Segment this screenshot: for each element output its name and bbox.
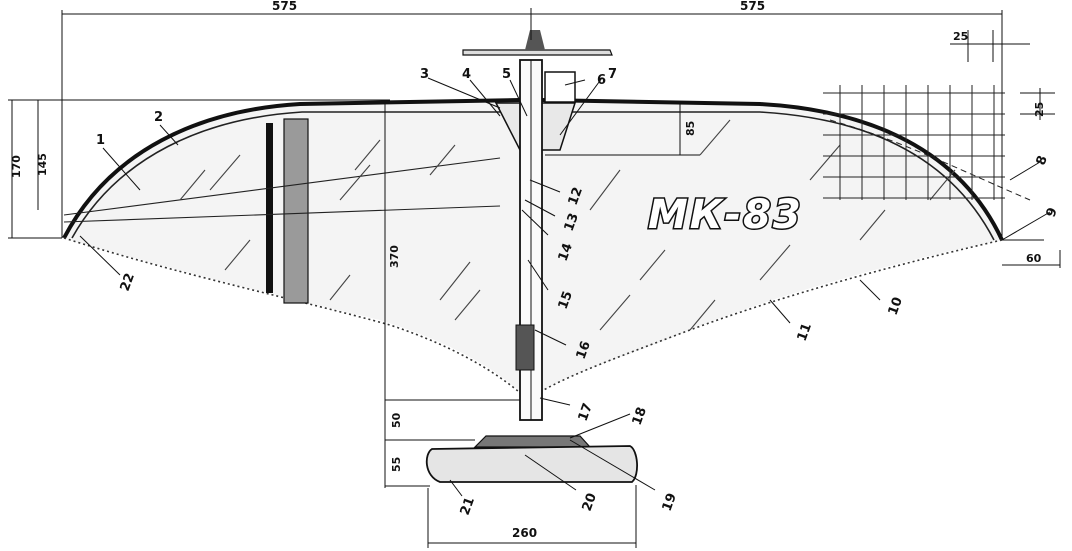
callouts: 1 2 3 4 5 6 7 8 9 10 11 12 13 14 15 16 1… (96, 67, 1061, 517)
dim-root-to-elevator: 370 (388, 245, 401, 268)
dim-half-span-right: 575 (740, 0, 765, 13)
dim-stab-chord: 55 (390, 457, 403, 472)
boom-clamp (515, 324, 535, 371)
callout-21: 21 (458, 495, 478, 517)
dim-stab-span: 260 (512, 526, 537, 540)
stabilizer (425, 445, 638, 483)
dim-wing-height: 170 (10, 155, 23, 178)
dimension-lines (8, 8, 1061, 548)
callout-3: 3 (420, 67, 429, 82)
dim-nose-offset: 85 (684, 121, 697, 136)
callout-5: 5 (502, 67, 511, 82)
brace-line (63, 157, 501, 216)
callout-16: 16 (574, 339, 594, 361)
dim-tail-gap: 50 (390, 412, 403, 428)
callout-15: 15 (556, 289, 576, 311)
callout-leaders (79, 77, 1051, 497)
callout-7: 7 (608, 67, 617, 82)
leading-edge-inner (71, 111, 995, 241)
brace-line (63, 205, 501, 223)
fuselage (425, 30, 638, 483)
dim-tip-overhang: 60 (1026, 252, 1042, 265)
dim-half-span-left: 575 (272, 0, 297, 13)
model-title: МК-83 (648, 192, 803, 238)
callout-11: 11 (795, 321, 815, 343)
callout-1: 1 (96, 133, 105, 148)
callout-2: 2 (154, 110, 163, 125)
dim-grid-h: 25 (953, 30, 968, 43)
propeller (462, 49, 613, 56)
callout-14: 14 (556, 241, 576, 263)
dim-grid-v: 25 (1033, 102, 1046, 117)
callout-17: 17 (576, 401, 596, 423)
wing-rib-shaded (283, 118, 309, 304)
callout-19: 19 (660, 491, 680, 513)
spinner (525, 30, 545, 50)
callout-8: 8 (1034, 154, 1051, 168)
callout-20: 20 (580, 491, 600, 513)
engine (544, 71, 576, 103)
callout-4: 4 (462, 67, 471, 82)
wing-rib-dark (266, 123, 273, 293)
wing-hatching (179, 119, 956, 331)
dim-tip-height: 145 (36, 153, 49, 176)
callout-18: 18 (630, 405, 650, 427)
callout-13: 13 (562, 211, 582, 233)
callout-9: 9 (1044, 206, 1061, 220)
template-grid (823, 85, 1031, 201)
callout-12: 12 (566, 185, 586, 207)
callout-10: 10 (886, 295, 906, 317)
callout-6: 6 (597, 73, 606, 88)
callout-22: 22 (118, 271, 138, 293)
trailing-edge-left (63, 237, 529, 401)
